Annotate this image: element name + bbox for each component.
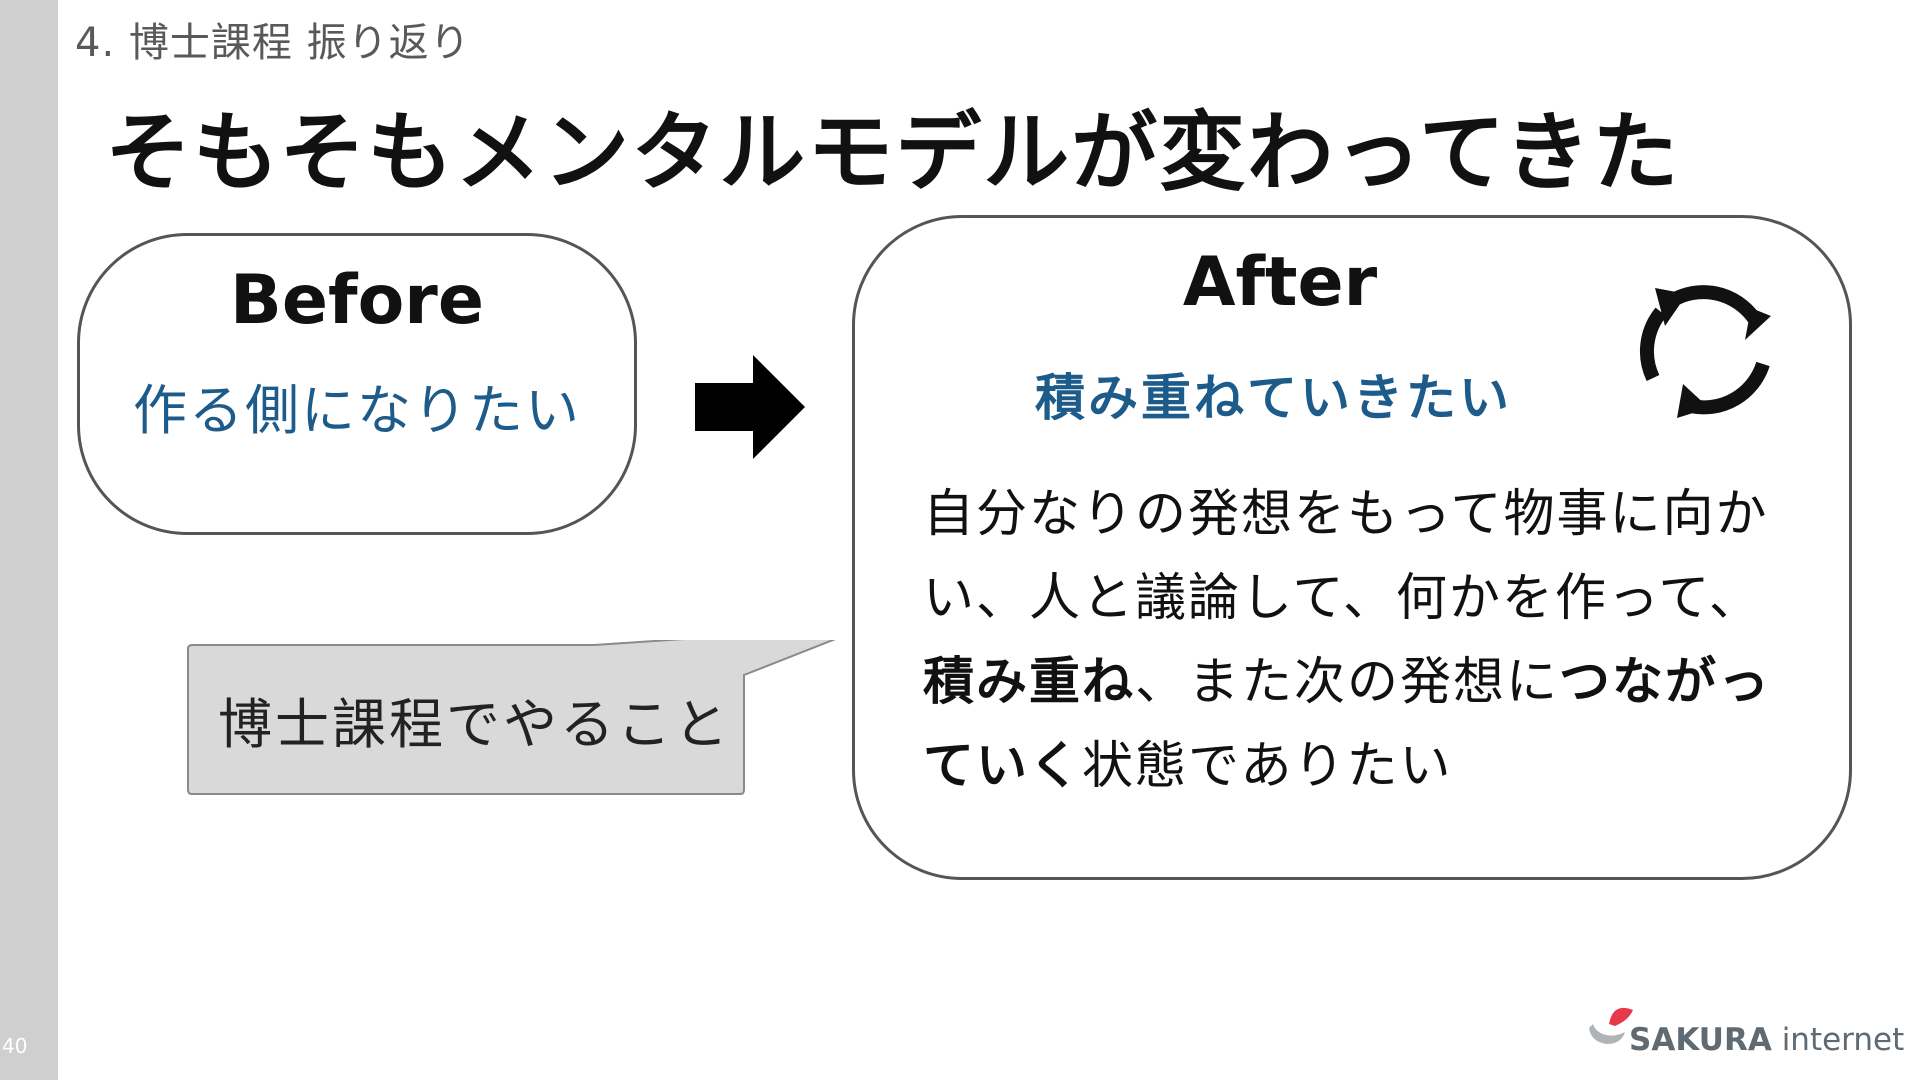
sakura-logo: SAKURA internet bbox=[1585, 998, 1904, 1068]
emphasis-teiku: ていく bbox=[923, 737, 1083, 796]
page-number: 40 bbox=[2, 1034, 28, 1058]
right-arrow-icon bbox=[695, 355, 805, 459]
logo-brand-bold: SAKURA bbox=[1629, 1022, 1772, 1058]
after-body: 自分なりの発想をもって物事に向か い、人と議論して、何かを作って、 積み重ね、ま… bbox=[923, 473, 1823, 809]
callout-text: 博士課程でやること bbox=[218, 693, 731, 756]
emphasis-tsunagat: つながっ bbox=[1559, 653, 1772, 712]
callout-bubble bbox=[187, 640, 836, 795]
before-heading: Before bbox=[230, 261, 484, 340]
section-label: 4. 博士課程 振り返り bbox=[75, 20, 471, 66]
after-body-line-4: ていく状態でありたい bbox=[923, 725, 1823, 809]
slide-title: そもそもメンタルモデルが変わってきた bbox=[105, 103, 1681, 203]
after-heading: After bbox=[1182, 243, 1378, 322]
logo-brand-rest: internet bbox=[1771, 1022, 1905, 1058]
emphasis-tsumikasane: 積み重ね bbox=[923, 653, 1136, 712]
before-box: Before 作る側になりたい bbox=[77, 233, 637, 535]
before-text: 作る側になりたい bbox=[133, 379, 581, 442]
cycle-arrows-icon bbox=[1639, 285, 1771, 418]
after-body-line-3-mid: 、また次の発想に bbox=[1135, 653, 1560, 712]
logo-text: SAKURA internet bbox=[1629, 1022, 1904, 1058]
after-body-line-2: い、人と議論して、何かを作って、 bbox=[923, 569, 1762, 628]
after-body-line-3: 積み重ね、また次の発想につながっ bbox=[923, 641, 1823, 725]
after-subtitle: 積み重ねていきたい bbox=[1035, 369, 1512, 427]
after-body-line-1: 自分なりの発想をもって物事に向か bbox=[923, 485, 1769, 544]
after-body-line-4-rest: 状態でありたい bbox=[1082, 737, 1453, 796]
side-bar: 40 bbox=[0, 0, 58, 1080]
after-box: After 積み重ねていきたい 自分なりの発想をもって物事に向か い、人と議論し… bbox=[852, 215, 1852, 880]
sakura-logo-icon bbox=[1589, 1007, 1633, 1044]
